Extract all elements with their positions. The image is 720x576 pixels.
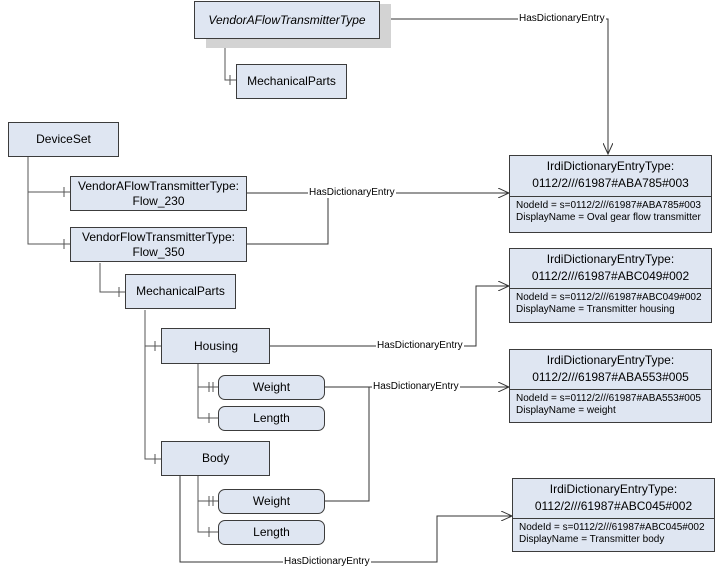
dictionary-entry-type: IrdiDictionaryEntryType: xyxy=(546,353,675,367)
ref-label-flow230: HasDictionaryEntry xyxy=(308,187,396,198)
link-housing-weight xyxy=(197,364,218,388)
dictionary-entry-displayname: DisplayName = Transmitter housing xyxy=(516,304,675,315)
housing-label: Housing xyxy=(194,338,239,353)
dictionary-entry-header: IrdiDictionaryEntryType: 0112/2///61987#… xyxy=(510,350,711,390)
dictionary-entry-abc049[interactable]: IrdiDictionaryEntryType: 0112/2///61987#… xyxy=(509,248,712,323)
ref-housing-to-entry2 xyxy=(270,286,509,347)
dictionary-entry-type: IrdiDictionaryEntryType: xyxy=(546,252,675,266)
vendor-flow-transmitter-type[interactable]: VendorAFlowTransmitterType xyxy=(194,1,380,39)
dictionary-entry-nodeid: NodeId = s=0112/2///61987#ABC045#002 xyxy=(519,522,705,533)
flow230-type-label: VendorAFlowTransmitterType: xyxy=(78,178,239,193)
dictionary-entry-nodeid: NodeId = s=0112/2///61987#ABC049#002 xyxy=(516,292,702,303)
deviceset-label: DeviceSet xyxy=(36,132,91,146)
dictionary-entry-aba785[interactable]: IrdiDictionaryEntryType: 0112/2///61987#… xyxy=(509,155,712,233)
ref-label-body: HasDictionaryEntry xyxy=(283,556,371,567)
body-weight-label: Weight xyxy=(252,494,291,508)
housing-weight-variable[interactable]: Weight xyxy=(218,375,325,400)
housing-weight-label: Weight xyxy=(252,380,291,394)
type-mechanical-parts-label: MechanicalParts xyxy=(247,74,336,88)
body-weight-variable[interactable]: Weight xyxy=(218,489,325,514)
dictionary-entry-abc045[interactable]: IrdiDictionaryEntryType: 0112/2///61987#… xyxy=(512,478,715,552)
dictionary-entry-displayname: DisplayName = Oval gear flow transmitter xyxy=(516,212,701,223)
ref-flow350-to-entry1 xyxy=(247,193,329,245)
dictionary-entry-type: IrdiDictionaryEntryType: xyxy=(549,482,678,496)
dictionary-entry-displayname: DisplayName = weight xyxy=(516,405,616,416)
dictionary-entry-displayname: DisplayName = Transmitter body xyxy=(519,534,665,545)
ref-label-housing: HasDictionaryEntry xyxy=(376,340,464,351)
dictionary-entry-attributes: NodeId = s=0112/2///61987#ABA553#005 Dis… xyxy=(510,390,711,417)
body-length-variable[interactable]: Length xyxy=(218,520,325,545)
mechanical-parts-label: MechanicalParts xyxy=(136,284,225,298)
flow350-type-label: VendorFlowTransmitterType: xyxy=(82,229,235,244)
dictionary-entry-attributes: NodeId = s=0112/2///61987#ABA785#003 Dis… xyxy=(510,197,711,224)
dictionary-entry-attributes: NodeId = s=0112/2///61987#ABC045#002 Dis… xyxy=(513,519,714,546)
flow230-name-label: Flow_230 xyxy=(132,193,185,208)
body-label: Body xyxy=(202,451,230,465)
dictionary-entry-aba553[interactable]: IrdiDictionaryEntryType: 0112/2///61987#… xyxy=(509,349,712,423)
link-housing-length xyxy=(197,387,218,419)
link-body-length xyxy=(197,501,218,533)
body-length-label: Length xyxy=(253,525,290,539)
deviceset-node[interactable]: DeviceSet xyxy=(8,122,119,157)
housing-length-variable[interactable]: Length xyxy=(218,406,325,431)
flow350-name-label: Flow_350 xyxy=(132,244,185,259)
link-deviceset-flow230 xyxy=(27,156,70,193)
link-type-mechanicalparts xyxy=(224,38,236,81)
dictionary-entry-nodeid: NodeId = s=0112/2///61987#ABA785#003 xyxy=(516,200,701,211)
link-mechanicalparts-body xyxy=(144,346,161,460)
dictionary-entry-id: 0112/2///61987#ABA553#005 xyxy=(532,370,689,384)
dictionary-entry-id: 0112/2///61987#ABC049#002 xyxy=(531,269,690,283)
link-mechanicalparts-housing xyxy=(144,310,161,347)
housing-node[interactable]: Housing xyxy=(161,328,270,364)
type-mechanical-parts-node[interactable]: MechanicalParts xyxy=(236,64,347,99)
body-node[interactable]: Body xyxy=(161,441,270,476)
vendor-type-label: VendorAFlowTransmitterType xyxy=(208,12,366,27)
ref-type-to-entry1 xyxy=(380,18,608,154)
flow350-node[interactable]: VendorFlowTransmitterType: Flow_350 xyxy=(70,227,247,262)
link-deviceset-flow350 xyxy=(27,192,70,245)
mechanical-parts-node[interactable]: MechanicalParts xyxy=(125,274,236,309)
dictionary-entry-nodeid: NodeId = s=0112/2///61987#ABA553#005 xyxy=(516,393,701,404)
ref-label-weight: HasDictionaryEntry xyxy=(372,381,460,392)
dictionary-entry-header: IrdiDictionaryEntryType: 0112/2///61987#… xyxy=(513,479,714,519)
dictionary-entry-attributes: NodeId = s=0112/2///61987#ABC049#002 Dis… xyxy=(510,289,711,316)
link-flow350-mechanicalparts xyxy=(99,263,125,293)
dictionary-entry-id: 0112/2///61987#ABC045#002 xyxy=(534,499,693,513)
ref-bodyweight-to-entry3 xyxy=(325,387,370,502)
housing-length-label: Length xyxy=(253,411,290,425)
flow230-node[interactable]: VendorAFlowTransmitterType: Flow_230 xyxy=(70,176,247,211)
ref-body-to-entry4 xyxy=(179,476,512,563)
ref-label-type: HasDictionaryEntry xyxy=(518,13,606,24)
dictionary-entry-type: IrdiDictionaryEntryType: xyxy=(546,159,675,173)
dictionary-entry-header: IrdiDictionaryEntryType: 0112/2///61987#… xyxy=(510,156,711,197)
link-body-weight xyxy=(197,476,218,502)
dictionary-entry-header: IrdiDictionaryEntryType: 0112/2///61987#… xyxy=(510,249,711,289)
dictionary-entry-id: 0112/2///61987#ABA785#003 xyxy=(532,176,689,190)
